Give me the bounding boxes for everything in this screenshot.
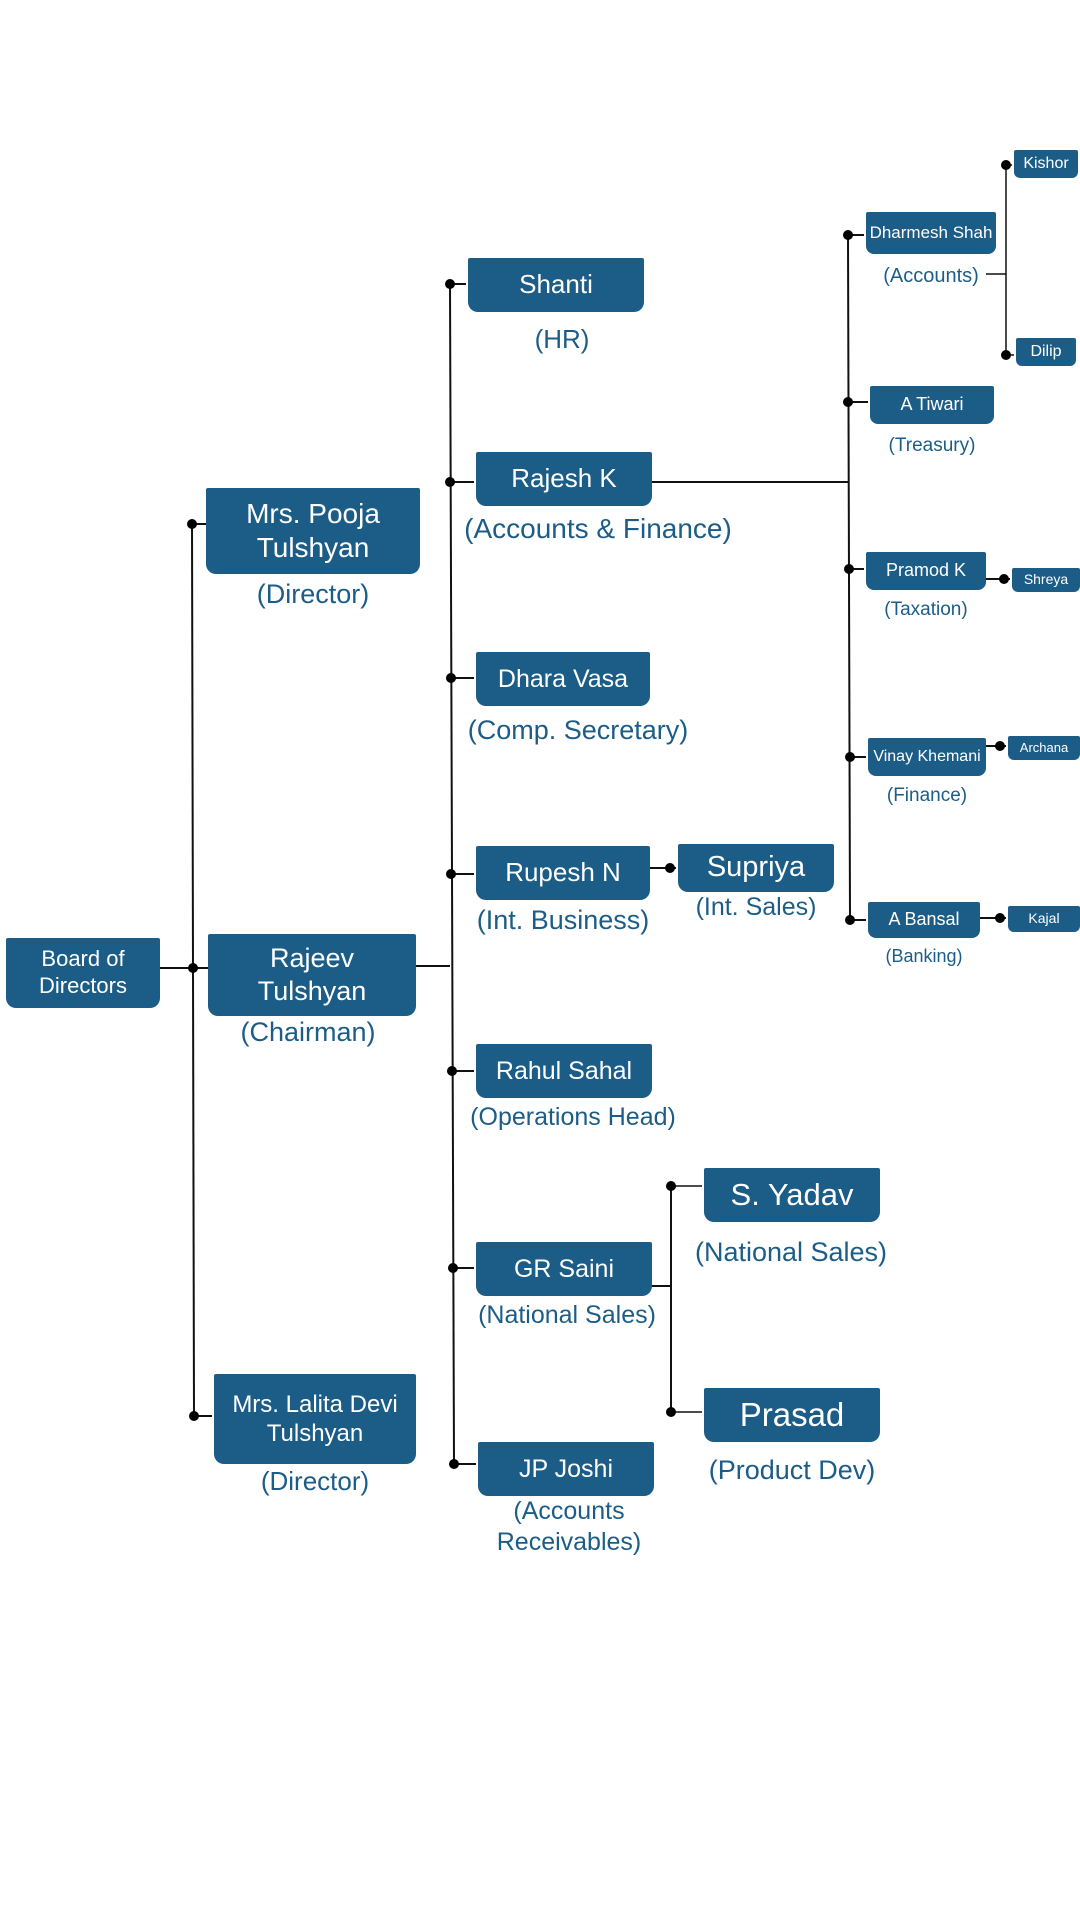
role-rajesh-k: (Accounts & Finance): [464, 513, 732, 544]
node-dot: [188, 963, 198, 973]
node-dot: [665, 863, 675, 873]
node-dharmesh-shah[interactable]: Dharmesh Shah: [866, 212, 996, 254]
node-dot: [447, 1066, 457, 1076]
node-dot: [449, 1459, 459, 1469]
role-pramod-k: (Taxation): [884, 599, 968, 620]
node-dot: [446, 673, 456, 683]
role-pooja-tulshyan: (Director): [256, 579, 370, 609]
node-pooja-tulshyan[interactable]: Mrs. Pooja Tulshyan: [206, 488, 420, 574]
node-archana[interactable]: Archana: [1008, 736, 1080, 760]
role-rupesh-n: (Int. Business): [476, 905, 650, 935]
node-dot: [448, 1263, 458, 1273]
node-rajesh-k[interactable]: Rajesh K: [476, 452, 652, 506]
role-gr-saini: (National Sales): [478, 1301, 656, 1329]
node-kajal[interactable]: Kajal: [1008, 906, 1080, 932]
node-dot: [445, 477, 455, 487]
role-supriya: (Int. Sales): [695, 893, 817, 921]
connector-finance-trunk: [847, 234, 851, 921]
role-dhara-vasa: (Comp. Secretary): [467, 715, 689, 745]
role-rahul-sahal: (Operations Head): [470, 1103, 676, 1131]
node-dot: [445, 279, 455, 289]
node-dot: [845, 752, 855, 762]
node-dot: [843, 397, 853, 407]
node-dilip[interactable]: Dilip: [1016, 338, 1076, 366]
node-shreya[interactable]: Shreya: [1012, 568, 1080, 592]
node-pramod-k[interactable]: Pramod K: [866, 552, 986, 590]
role-prasad: (Product Dev): [708, 1455, 876, 1485]
node-dot: [995, 913, 1005, 923]
node-gr-saini[interactable]: GR Saini: [476, 1242, 652, 1296]
role-jp-joshi: (Accounts Receivables): [496, 1497, 642, 1556]
node-rajeev-tulshyan[interactable]: Rajeev Tulshyan: [208, 934, 416, 1016]
node-dot: [843, 230, 853, 240]
role-rajeev-tulshyan: (Chairman): [240, 1017, 376, 1047]
node-dot: [666, 1181, 676, 1191]
node-shanti[interactable]: Shanti: [468, 258, 644, 312]
role-s-yadav: (National Sales): [694, 1237, 888, 1267]
node-dot: [446, 869, 456, 879]
role-a-bansal: (Banking): [885, 946, 963, 966]
node-dot: [844, 564, 854, 574]
node-dot: [845, 915, 855, 925]
role-dharmesh-shah: (Accounts): [883, 265, 979, 287]
node-dot: [666, 1407, 676, 1417]
node-s-yadav[interactable]: S. Yadav: [704, 1168, 880, 1222]
node-kishor[interactable]: Kishor: [1014, 150, 1078, 178]
node-jp-joshi[interactable]: JP Joshi: [478, 1442, 654, 1496]
node-rahul-sahal[interactable]: Rahul Sahal: [476, 1044, 652, 1098]
node-a-bansal[interactable]: A Bansal: [868, 902, 980, 938]
node-dot: [999, 574, 1009, 584]
node-prasad[interactable]: Prasad: [704, 1388, 880, 1442]
node-lalita-devi-tulshyan[interactable]: Mrs. Lalita Devi Tulshyan: [214, 1374, 416, 1464]
role-lalita-devi-tulshyan: (Director): [260, 1466, 370, 1496]
node-dot: [187, 519, 197, 529]
role-a-tiwari: (Treasury): [888, 435, 976, 456]
node-rupesh-n[interactable]: Rupesh N: [476, 846, 650, 900]
node-dot: [189, 1411, 199, 1421]
node-vinay-khemani[interactable]: Vinay Khemani: [868, 738, 986, 776]
node-board-of-directors[interactable]: Board of Directors: [6, 938, 160, 1008]
node-dot: [1001, 160, 1011, 170]
node-dhara-vasa[interactable]: Dhara Vasa: [476, 652, 650, 706]
role-shanti: (HR): [534, 324, 590, 354]
node-dot: [995, 741, 1005, 751]
node-a-tiwari[interactable]: A Tiwari: [870, 386, 994, 424]
node-dot: [1001, 350, 1011, 360]
role-vinay-khemani: (Finance): [886, 785, 968, 806]
node-supriya[interactable]: Supriya: [678, 844, 834, 892]
